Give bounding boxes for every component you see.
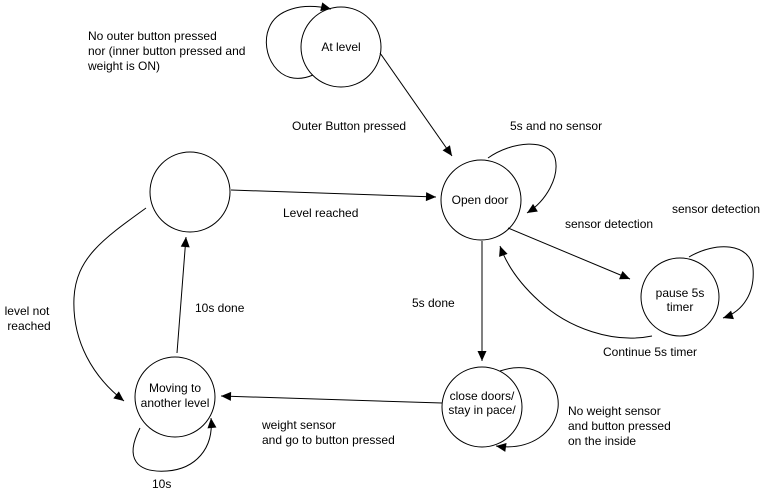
state-close-doors-label-line1: close doors/ — [450, 389, 515, 403]
state-close-doors-node — [441, 366, 523, 448]
transition-no-weight-sensor-label-line1: No weight sensor — [568, 404, 661, 418]
transition-at-level-self-loop — [265, 2, 332, 79]
transition-level-reached-label: Level reached — [283, 206, 358, 220]
state-pause-timer-label-line2: timer — [667, 300, 694, 314]
transition-at-level-self-label-line3: weight is ON) — [87, 59, 160, 73]
state-open-door-label: Open door — [452, 193, 509, 207]
transition-pause-self-loop — [688, 246, 754, 320]
transition-at-level-self-label-line2: nor (inner button pressed and — [88, 44, 245, 58]
transition-10s-done-label: 10s done — [195, 301, 245, 315]
transition-open-door-to-pause — [507, 227, 631, 280]
transition-no-weight-sensor-label-line2: and button pressed — [568, 419, 671, 433]
transition-level-not-reached-label-line2: reached — [7, 319, 50, 333]
transition-pause-to-open-door — [499, 245, 653, 339]
transition-5s-done-label: 5s done — [412, 296, 455, 310]
transition-continue-timer-label: Continue 5s timer — [603, 345, 697, 359]
transition-no-weight-sensor-label-line3: on the inside — [568, 434, 636, 448]
state-close-doors-label-line2: stay in pace/ — [448, 403, 516, 417]
transition-level-not-reached-label-line1: level not — [5, 304, 50, 318]
state-open-door-node — [440, 159, 522, 241]
transition-sensor-detection-self-label: sensor detection — [672, 202, 760, 216]
state-pause-timer-label-line1: pause 5s — [656, 286, 705, 300]
transition-sensor-detection-label: sensor detection — [565, 217, 653, 231]
transition-at-level-self-label-line1: No outer button pressed — [88, 29, 217, 43]
transition-outer-button-label: Outer Button pressed — [292, 119, 406, 133]
transition-5s-no-sensor-label: 5s and no sensor — [510, 119, 602, 133]
state-idle-node — [149, 151, 231, 233]
state-moving-label-line2: another level — [141, 396, 210, 410]
transition-idle-to-open-door — [230, 189, 437, 202]
transition-moving-to-idle — [176, 236, 190, 354]
transition-close-doors-to-moving — [220, 391, 443, 404]
state-moving-label-line1: Moving to — [149, 381, 201, 395]
transition-idle-to-moving — [73, 207, 147, 402]
state-moving-node — [134, 356, 216, 438]
transition-weight-sensor-label-line2: and go to button pressed — [262, 433, 395, 447]
state-at-level-label: At level — [321, 40, 360, 54]
state-pause-timer-node — [640, 257, 720, 337]
transition-at-level-to-open-door — [379, 52, 453, 157]
transition-10s-label: 10s — [152, 477, 171, 491]
transition-moving-self-loop — [132, 417, 217, 472]
state-at-level-node — [300, 6, 382, 88]
transition-open-door-self-loop — [487, 143, 557, 214]
transition-close-doors-self-loop — [495, 367, 559, 452]
transition-weight-sensor-label-line1: weight sensor — [261, 418, 336, 432]
